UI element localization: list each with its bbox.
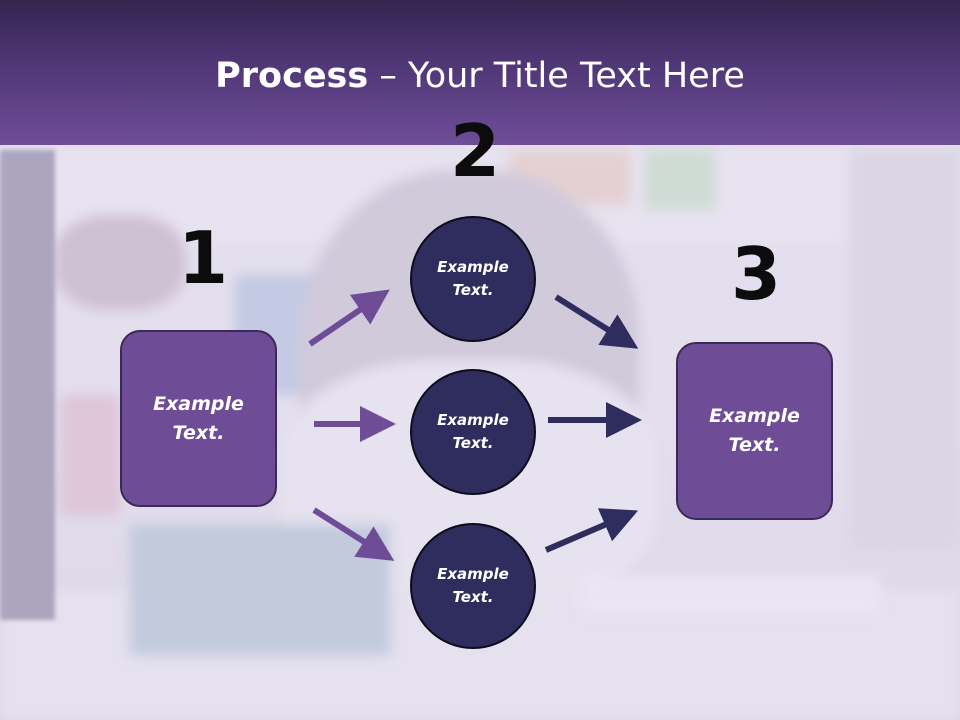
circle-3-text-line2: Text. (452, 588, 494, 606)
arrow-from-circle-1 (554, 294, 639, 349)
step-3-text-line2: Text. (728, 434, 781, 456)
arrow-to-circle-1 (308, 289, 390, 347)
circle-1-text-line2: Text. (452, 281, 494, 299)
step-2-circle-3: Example Text. (410, 523, 536, 649)
step-3-box: Example Text. (676, 342, 833, 520)
step-1-text-line2: Text. (172, 421, 225, 444)
step-number-1: 1 (178, 216, 229, 300)
step-3-text-line1: Example (709, 405, 800, 427)
arrow-from-circle-3 (544, 508, 639, 553)
circle-2-text-line2: Text. (452, 434, 494, 452)
step-number-2: 2 (450, 109, 501, 193)
arrow-to-circle-3 (312, 507, 395, 561)
circle-2-text-line1: Example (437, 411, 509, 429)
step-2-circle-1: Example Text. (410, 216, 536, 342)
title-rest: – Your Title Text Here (368, 56, 745, 96)
step-number-3: 3 (731, 232, 782, 316)
title-bar (0, 0, 960, 145)
step-1-box: Example Text. (120, 330, 277, 507)
slide-title: Process – Your Title Text Here (0, 54, 960, 98)
circle-1-text-line1: Example (437, 258, 509, 276)
title-bold: Process (215, 56, 369, 96)
step-2-circle-2: Example Text. (410, 369, 536, 495)
step-1-text-line1: Example (153, 392, 244, 415)
circle-3-text-line1: Example (437, 565, 509, 583)
